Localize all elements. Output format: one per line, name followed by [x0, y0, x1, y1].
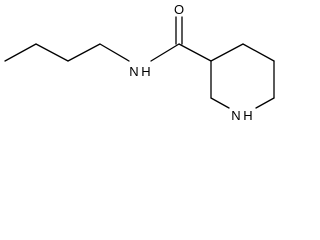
bond-ring-c3-c4 [210, 43, 244, 62]
bond-ring-c4-c5 [242, 43, 275, 62]
structure-canvas: O N H N H [4, 2, 275, 123]
bond-c1-c2 [4, 43, 37, 62]
bond-c3-c4 [67, 43, 101, 62]
bond-c4-n [99, 43, 130, 62]
molecule-structure: O N H N H [4, 2, 275, 123]
amide-nh-label: N H [129, 64, 150, 79]
bond-ring-c6-n [255, 97, 275, 109]
bond-carbonyl-ring [178, 43, 212, 62]
ring-nh-label: N H [231, 108, 252, 123]
bond-n-carbonyl [150, 43, 180, 62]
bond-ring-n-c2 [210, 97, 230, 109]
oxygen-atom-label: O [174, 2, 184, 17]
bond-c2-c3 [35, 43, 69, 62]
